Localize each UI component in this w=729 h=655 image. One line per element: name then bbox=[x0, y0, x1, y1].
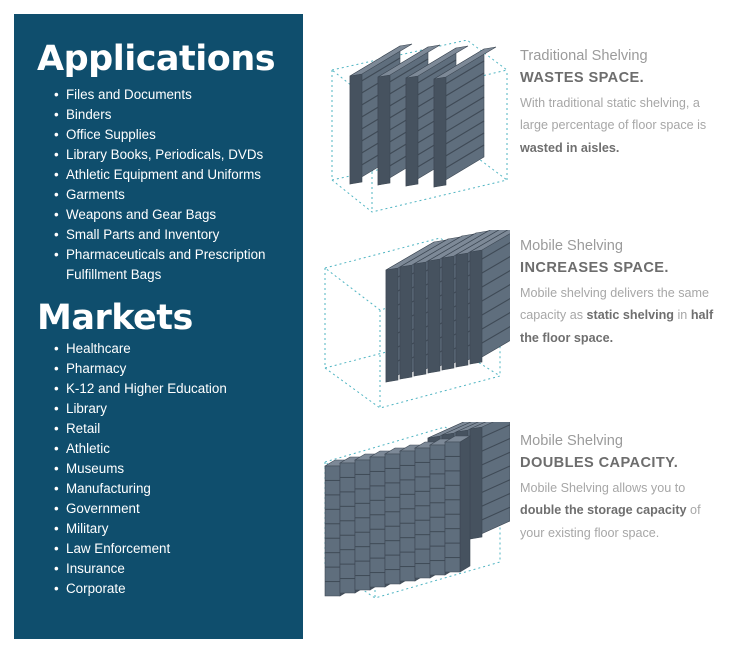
body-text: of your existing floor space. bbox=[520, 503, 701, 540]
body-text: With traditional static shelving, a larg… bbox=[520, 96, 707, 133]
section-1-title: Traditional Shelving bbox=[520, 48, 648, 64]
list-item: Museums bbox=[54, 459, 299, 479]
applications-list: Files and DocumentsBindersOffice Supplie… bbox=[54, 85, 299, 285]
list-item: Law Enforcement bbox=[54, 539, 299, 559]
shelf-units-2 bbox=[385, 230, 510, 383]
body-text: in bbox=[674, 308, 691, 323]
list-item: Pharmaceuticals and Prescription Fulfill… bbox=[54, 245, 299, 285]
info-panel: Applications Files and DocumentsBindersO… bbox=[14, 14, 303, 639]
list-item: Corporate bbox=[54, 579, 299, 599]
section-2-title: Mobile Shelving bbox=[520, 238, 624, 254]
list-item: K-12 and Higher Education bbox=[54, 379, 299, 399]
section-3-headline: DOUBLES CAPACITY. bbox=[520, 455, 679, 471]
body-text: Mobile shelving delivers the same capaci… bbox=[520, 286, 709, 323]
section-3-title: Mobile Shelving bbox=[520, 433, 624, 449]
section-mobile-increases: Mobile Shelving INCREASES SPACE. Mobile … bbox=[520, 235, 725, 349]
traditional-shelving-svg bbox=[330, 40, 509, 213]
list-item: Pharmacy bbox=[54, 359, 299, 379]
list-item: Weapons and Gear Bags bbox=[54, 205, 299, 225]
mobile-increases-svg bbox=[323, 230, 510, 409]
section-2-headline: INCREASES SPACE. bbox=[520, 260, 669, 276]
body-emphasis: static shelving bbox=[586, 308, 675, 323]
list-item: Library Books, Periodicals, DVDs bbox=[54, 145, 299, 165]
section-2-body: Mobile shelving delivers the same capaci… bbox=[520, 282, 725, 349]
body-emphasis: half the floor space. bbox=[520, 308, 714, 345]
section-1-body: With traditional static shelving, a larg… bbox=[520, 92, 725, 159]
mobile-doubles-illustration bbox=[320, 422, 510, 602]
list-item: Small Parts and Inventory bbox=[54, 225, 299, 245]
list-item: Government bbox=[54, 499, 299, 519]
shelf-unit bbox=[469, 422, 510, 540]
list-item: Files and Documents bbox=[54, 85, 299, 105]
shelf-unit bbox=[469, 230, 510, 365]
body-text: Mobile Shelving allows you to bbox=[520, 481, 686, 495]
list-item: Manufacturing bbox=[54, 479, 299, 499]
shelf-units bbox=[349, 43, 497, 188]
traditional-shelving-illustration bbox=[322, 40, 512, 220]
list-item: Retail bbox=[54, 419, 299, 439]
body-emphasis: double the storage capacity bbox=[520, 503, 687, 518]
list-item: Athletic Equipment and Uniforms bbox=[54, 165, 299, 185]
list-item: Healthcare bbox=[54, 339, 299, 359]
markets-list: HealthcarePharmacyK-12 and Higher Educat… bbox=[54, 339, 299, 599]
section-3-body: Mobile Shelving allows you to double the… bbox=[520, 477, 725, 544]
list-item: Military bbox=[54, 519, 299, 539]
mobile-doubles-svg bbox=[323, 422, 510, 599]
applications-heading: Applications bbox=[37, 39, 276, 79]
list-item: Athletic bbox=[54, 439, 299, 459]
list-item: Binders bbox=[54, 105, 299, 125]
body-emphasis: wasted in aisles. bbox=[520, 140, 620, 155]
list-item: Office Supplies bbox=[54, 125, 299, 145]
list-item: Garments bbox=[54, 185, 299, 205]
section-1-headline: WASTES SPACE. bbox=[520, 70, 645, 86]
shelf-unit bbox=[443, 435, 472, 573]
section-mobile-doubles: Mobile Shelving DOUBLES CAPACITY. Mobile… bbox=[520, 430, 725, 544]
list-item: Insurance bbox=[54, 559, 299, 579]
section-traditional-wastes: Traditional Shelving WASTES SPACE. With … bbox=[520, 45, 725, 159]
shelf-units-3 bbox=[323, 422, 510, 597]
list-item: Library bbox=[54, 399, 299, 419]
mobile-increases-illustration bbox=[320, 230, 510, 410]
shelf-unit bbox=[433, 46, 497, 188]
markets-heading: Markets bbox=[37, 298, 193, 338]
